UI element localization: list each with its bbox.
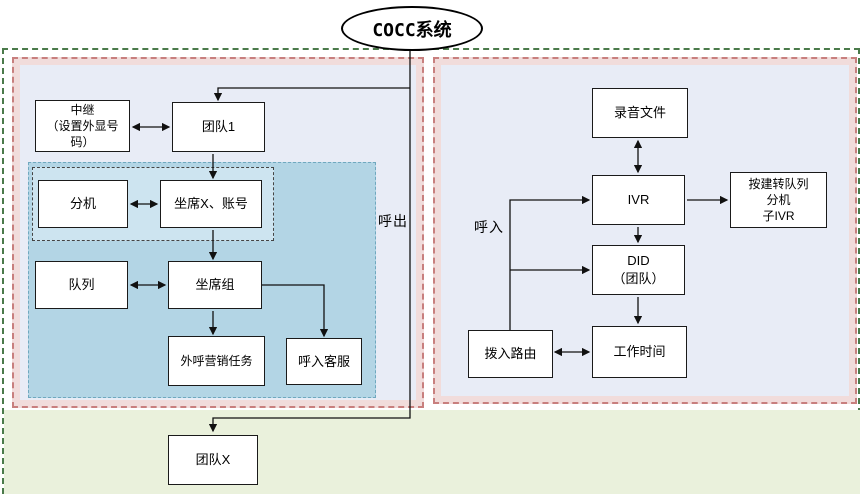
box-queue: 队列 <box>35 261 128 309</box>
box-team1: 团队1 <box>172 102 265 152</box>
box-trunk: 中继 （设置外显号 码） <box>35 100 130 152</box>
box-team-x: 团队X <box>168 435 258 485</box>
box-recording: 录音文件 <box>592 88 688 138</box>
box-agent-x: 坐席X、账号 <box>160 180 262 228</box>
arrow-dialin-to-ivr <box>509 195 591 330</box>
outbound-label: 呼出 <box>378 213 408 229</box>
arrow-root-to-team1 <box>213 87 410 102</box>
page-title: COCC系统 <box>372 19 452 41</box>
box-agent-group: 坐席组 <box>168 261 262 309</box>
box-key-transfer: 按建转队列 分机 子IVR <box>730 172 827 228</box>
box-outbound-task: 外呼营销任务 <box>168 336 265 386</box>
arrow-root-to-teamx <box>208 47 411 433</box>
inbound-label: 呼入 <box>474 219 504 235</box>
box-ivr: IVR <box>592 175 685 225</box>
box-inbound-service: 呼入客服 <box>286 338 362 385</box>
bottom-green-zone <box>4 410 860 494</box>
box-dialin-route: 拨入路由 <box>468 330 553 378</box>
arrow-agentgroup-inboundservice <box>262 284 329 338</box>
box-extension: 分机 <box>38 180 128 228</box>
box-work-time: 工作时间 <box>592 326 687 378</box>
system-title-ellipse: COCC系统 <box>341 6 483 51</box>
box-did: DID （团队） <box>592 245 685 295</box>
